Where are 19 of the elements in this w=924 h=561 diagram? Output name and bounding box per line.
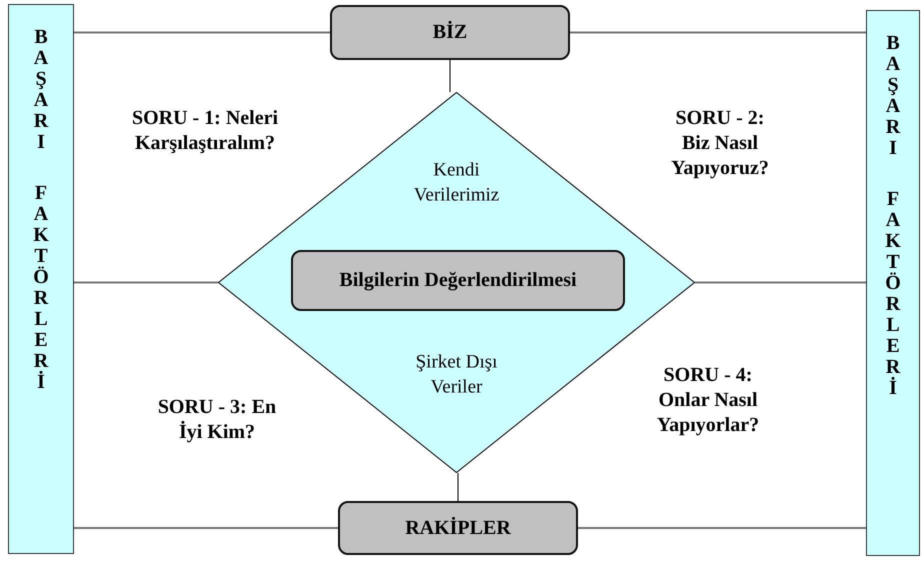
vertical-bar — [866, 10, 920, 556]
rounded-box: BİZ — [330, 5, 570, 60]
question-label: SORU - 4: Onlar Nasıl Yapıyorlar? — [656, 363, 760, 438]
connector-line — [74, 32, 330, 34]
rounded-box: RAKİPLER — [338, 501, 578, 555]
connector-line — [74, 527, 338, 529]
vertical-text: BAŞARI FAKTÖRLERİ — [32, 27, 50, 393]
question-label: SORU - 2: Biz Nasıl Yapıyoruz? — [670, 106, 770, 181]
diamond-text: Şirket Dışı Veriler — [414, 350, 498, 399]
diamond-text: Kendi Verilerimiz — [412, 158, 500, 207]
connector-line — [74, 282, 218, 284]
rounded-box: Bilgilerin Değerlendirilmesi — [291, 250, 625, 311]
vertical-text: BAŞARI FAKTÖRLERİ — [884, 33, 902, 399]
question-label: SORU - 3: En İyi Kim? — [156, 395, 278, 445]
connector-line — [578, 527, 866, 529]
connector-line — [570, 32, 866, 34]
question-label: SORU - 1: Neleri Karşılaştıralım? — [130, 106, 280, 156]
vertical-bar — [8, 4, 74, 554]
connector-line — [695, 282, 866, 284]
